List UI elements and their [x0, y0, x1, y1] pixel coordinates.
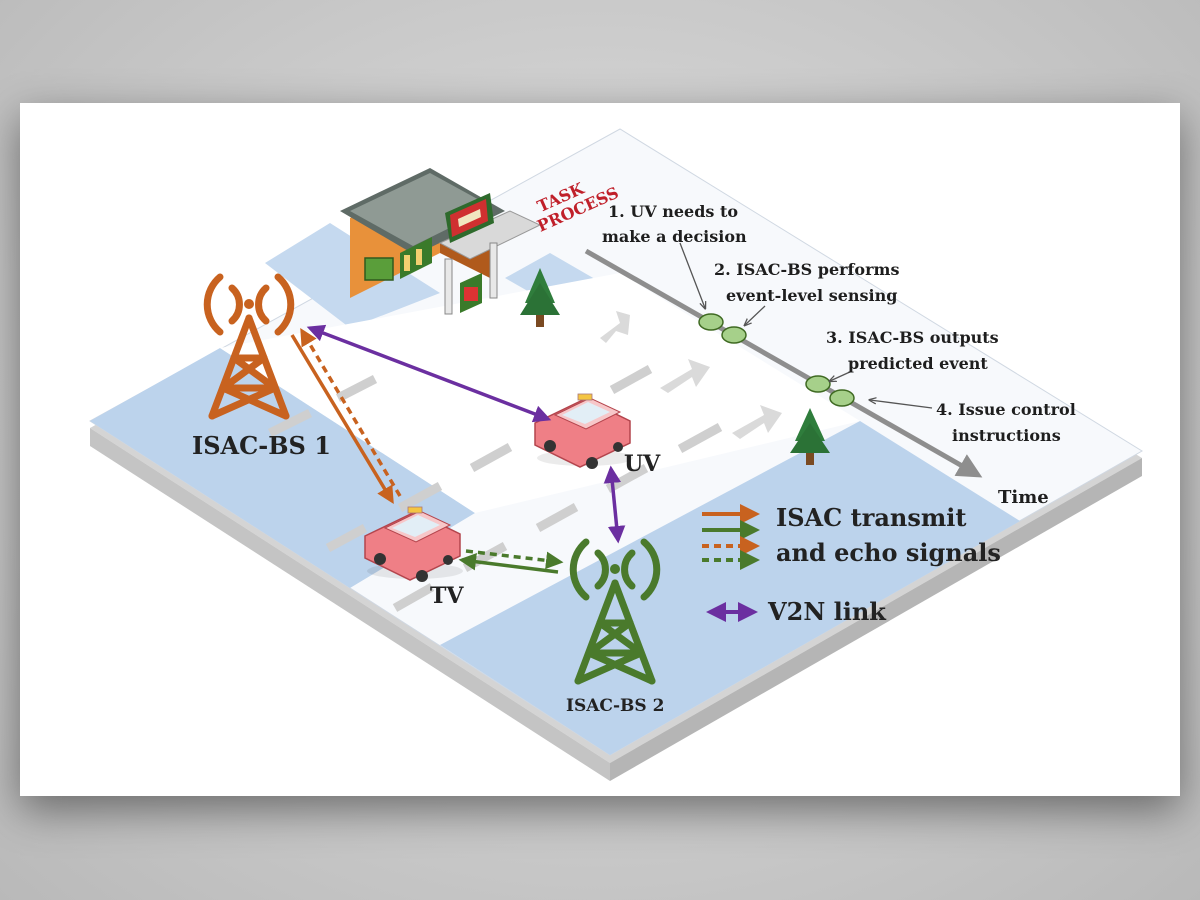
tv-car-icon — [364, 506, 463, 582]
timeline-nodes — [698, 313, 855, 407]
step-4-line1: 4. Issue control — [936, 400, 1076, 419]
legend: ISAC transmit and echo signals V2N link — [702, 503, 1001, 626]
gas-station — [340, 168, 542, 315]
v2n-link-bs1-uv — [306, 324, 552, 423]
road-direction-arrows — [600, 311, 782, 439]
step-4-line2: instructions — [952, 426, 1061, 445]
label-time: Time — [998, 487, 1049, 508]
label-isac-bs2: ISAC-BS 2 — [566, 696, 664, 716]
diagram-card: ISAC transmit and echo signals V2N link … — [20, 103, 1180, 796]
step-2-line1: 2. ISAC-BS performs — [714, 260, 899, 279]
legend-isac-line2: and echo signals — [776, 538, 1001, 567]
tree-icon — [790, 408, 830, 465]
tree-icon — [520, 268, 560, 327]
step-3-line2: predicted event — [848, 354, 988, 373]
isac-bs2-tower-icon — [569, 538, 661, 685]
label-isac-bs1: ISAC-BS 1 — [192, 431, 331, 460]
label-tv: TV — [430, 583, 464, 609]
uv-car-icon — [534, 393, 633, 469]
task-process-timeline — [584, 242, 983, 478]
isac-bs1-tower-icon — [203, 273, 295, 420]
step-1-line1: 1. UV needs to — [608, 202, 738, 221]
v2n-link-uv-bs2 — [603, 465, 626, 544]
label-uv: UV — [624, 451, 661, 477]
step-pointer-arrows — [679, 242, 933, 409]
isac-scene: ISAC transmit and echo signals V2N link … — [89, 128, 1143, 781]
step-3-line1: 3. ISAC-BS outputs — [826, 328, 999, 347]
legend-isac-line1: ISAC transmit — [776, 503, 966, 532]
step-2-line2: event-level sensing — [726, 286, 897, 305]
legend-v2n: V2N link — [767, 597, 887, 626]
step-1-line2: make a decision — [602, 227, 747, 246]
isac-signal-bs2-tv — [458, 549, 564, 574]
